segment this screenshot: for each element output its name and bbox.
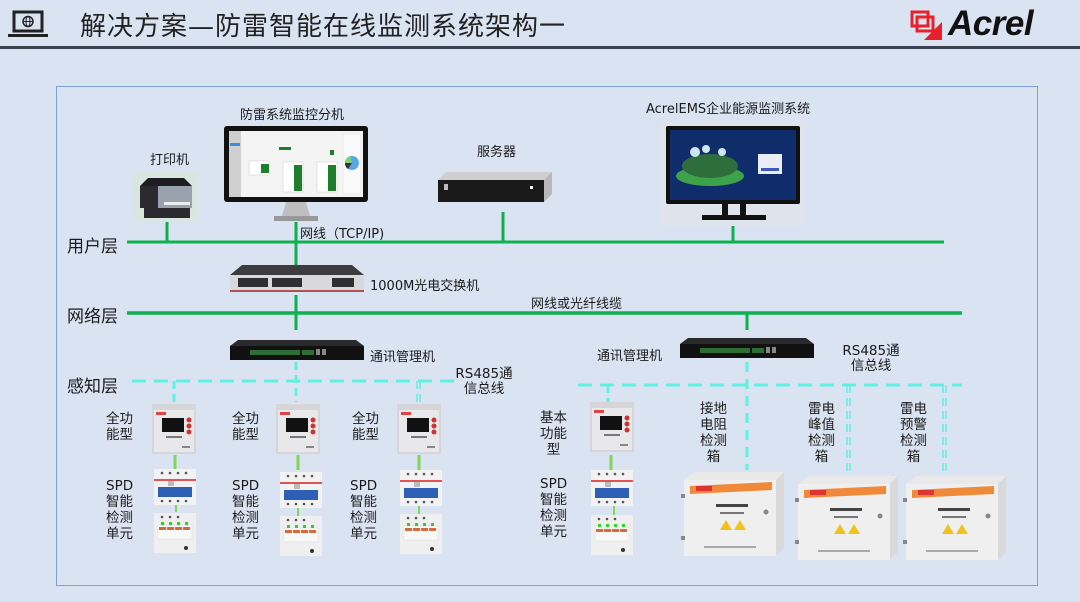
basic-type-line2: 功能 (540, 426, 567, 442)
unit1-spd-line2: 智能 (106, 494, 134, 510)
unit1-spd-line3: 检测 (106, 510, 134, 526)
unit3-spd-line2: 智能 (350, 494, 378, 510)
basic-breaker-device (591, 470, 633, 506)
basic-spd-line4: 单元 (540, 524, 568, 540)
unit2-spd-device (279, 515, 323, 557)
box1-label-line1: 接地 (700, 401, 727, 417)
unit1-type-line1: 全功 (106, 411, 133, 427)
cable-label: 网线或光纤线缆 (531, 297, 623, 312)
unit2-spd-line4: 单元 (232, 526, 260, 542)
left-gateway-label: 通讯管理机 (370, 350, 436, 365)
unit1-spd-line1: SPD (106, 478, 134, 494)
unit3-type-line1: 全功 (352, 411, 379, 427)
optical-switch-icon (228, 263, 366, 293)
basic-spd-line2: 智能 (540, 492, 568, 508)
right-rs485-label-line1: RS485通 (842, 343, 900, 359)
unit2-type-line2: 能型 (232, 427, 259, 443)
right-comm-gateway-icon (678, 336, 816, 360)
unit3-spd-device (399, 513, 443, 555)
user-layer-label: 用户层 (67, 237, 118, 257)
printer-label: 打印机 (150, 153, 190, 168)
basic-monitor-device (590, 402, 634, 452)
box2-label-line4: 箱 (814, 449, 829, 465)
unit3-breaker-device (400, 470, 442, 506)
left-comm-gateway-icon (228, 338, 366, 362)
box1-label-line4: 箱 (706, 449, 721, 465)
unit2-spd-line1: SPD (232, 478, 260, 494)
box2-device (795, 476, 898, 560)
basic-spd-device (590, 514, 634, 556)
box2-label-line3: 检测 (808, 433, 835, 449)
left-rs485-label-line1: RS485通 (455, 366, 513, 382)
box3-label-line4: 箱 (906, 449, 921, 465)
unit1-spd-device (153, 512, 197, 554)
basic-spd-line3: 检测 (540, 508, 568, 524)
unit2-type-line1: 全功 (232, 411, 259, 427)
laptop-globe-icon (6, 10, 50, 40)
unit3-spd-line3: 检测 (350, 510, 378, 526)
basic-spd-line1: SPD (540, 476, 568, 492)
unit1-spd-label: SPD 智能 检测 单元 (106, 478, 133, 542)
right-rs485-label-line2: 信总线 (850, 358, 892, 374)
acrel-logo-text: Acrel (948, 4, 1034, 43)
monitor-pc-icon (224, 126, 368, 222)
switch-label: 1000M光电交换机 (370, 279, 480, 294)
diagram-frame (56, 86, 1038, 586)
page-title: 解决方案—防雷智能在线监测系统架构一 (80, 12, 567, 42)
box2-label-line2: 峰值 (808, 417, 835, 433)
acrel-logo: Acrel (910, 4, 1070, 44)
basic-type-label: 基本 功能 型 (540, 410, 567, 458)
box3-label-line2: 预警 (900, 417, 927, 433)
sensing-layer-label: 感知层 (67, 377, 118, 397)
right-rs485-label: RS485通 信总线 (841, 344, 901, 374)
unit3-spd-line4: 单元 (350, 526, 378, 542)
server-icon (434, 170, 554, 206)
unit2-monitor-device (276, 404, 320, 454)
header-divider (0, 46, 1080, 49)
ems-label: AcrelEMS企业能源监测系统 (646, 102, 811, 117)
box1-label-line2: 电阻 (700, 417, 727, 433)
unit2-spd-label: SPD 智能 检测 单元 (232, 478, 259, 542)
unit3-monitor-device (397, 404, 441, 454)
server-label: 服务器 (477, 145, 517, 160)
left-rs485-label: RS485通 信总线 (454, 367, 514, 397)
box3-label-line3: 检测 (900, 433, 927, 449)
unit1-monitor-device (152, 404, 196, 454)
basic-type-line3: 型 (546, 442, 561, 458)
unit1-spd-line4: 单元 (106, 526, 134, 542)
box1-label-line3: 检测 (700, 433, 727, 449)
unit3-type-line2: 能型 (352, 427, 379, 443)
monitor-pc-label: 防雷系统监控分机 (240, 108, 345, 123)
unit2-breaker-device (280, 472, 322, 508)
unit1-type-line2: 能型 (106, 427, 133, 443)
unit1-type-label: 全功 能型 (106, 411, 133, 443)
right-gateway-label: 通讯管理机 (597, 349, 663, 364)
printer-icon (134, 172, 198, 222)
basic-spd-label: SPD 智能 检测 单元 (540, 476, 567, 540)
unit3-type-label: 全功 能型 (352, 411, 379, 443)
acrel-logo-mark-icon (910, 10, 942, 40)
box1-label: 接地 电阻 检测 箱 (700, 401, 727, 465)
ems-monitor-icon (660, 122, 806, 226)
unit2-spd-line3: 检测 (232, 510, 260, 526)
box2-label: 雷电 峰值 检测 箱 (808, 401, 835, 465)
unit3-spd-label: SPD 智能 检测 单元 (350, 478, 377, 542)
unit1-breaker-device (154, 469, 196, 505)
box3-device (903, 476, 1006, 560)
box2-label-line1: 雷电 (808, 401, 835, 417)
basic-type-line1: 基本 (540, 410, 567, 426)
box3-label: 雷电 预警 检测 箱 (900, 401, 927, 465)
tcpip-link-label: 网线（TCP/IP) (300, 227, 385, 242)
network-layer-label: 网络层 (67, 307, 118, 327)
unit2-type-label: 全功 能型 (232, 411, 259, 443)
unit3-spd-line1: SPD (350, 478, 378, 494)
left-rs485-label-line2: 信总线 (463, 381, 505, 397)
unit2-spd-line2: 智能 (232, 494, 260, 510)
box3-label-line1: 雷电 (900, 401, 927, 417)
box1-device (681, 472, 784, 556)
